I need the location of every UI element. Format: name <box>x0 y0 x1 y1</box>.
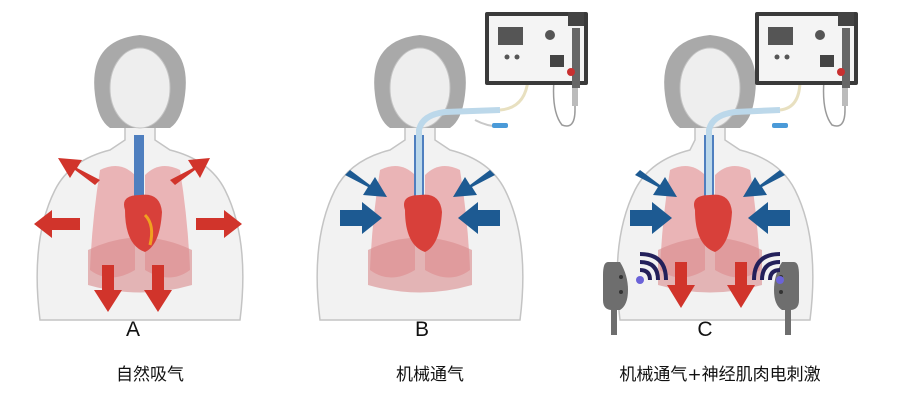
signal-wave-left-icon <box>636 252 668 284</box>
heart <box>404 194 442 252</box>
panel-natural-breathing: A 自然吸气 <box>0 0 300 404</box>
body-illustration <box>34 35 244 321</box>
panel-letter: A <box>125 318 140 341</box>
diaphragm <box>368 237 472 293</box>
arrow-left-icon <box>34 210 80 238</box>
arrow-upper-right-icon <box>453 170 495 197</box>
ventilator-screen <box>768 27 793 45</box>
ventilator-knob <box>545 30 555 40</box>
compression-arrows <box>630 170 790 234</box>
arrow-right-icon <box>748 202 790 234</box>
heart <box>694 194 732 252</box>
arrow-upper-right-icon <box>170 158 210 185</box>
face <box>109 47 171 129</box>
compression-arrows <box>340 170 500 234</box>
arrow-down-right-icon <box>727 262 755 308</box>
ventilator-knob <box>815 30 825 40</box>
endotracheal-tube <box>416 107 501 200</box>
arrow-right-icon <box>196 210 242 238</box>
arrow-upper-left-icon <box>635 170 677 197</box>
face <box>679 47 741 129</box>
diaphragm-contraction-arrows <box>667 262 755 308</box>
arrow-down-right-icon <box>144 265 172 312</box>
panel-ventilation-plus-nmes: C 机械通气+神经肌肉电刺激 <box>600 0 900 404</box>
signal-wave-right-icon <box>752 252 784 284</box>
arrow-left-icon <box>340 202 382 234</box>
panel-caption: 自然吸气 <box>116 365 184 385</box>
panel-mechanical-ventilation: B 机械通气 <box>300 0 600 404</box>
face <box>389 47 451 129</box>
endotracheal-tube <box>706 107 781 200</box>
ventilator-machine <box>485 12 588 106</box>
arrow-down-left-icon <box>94 265 122 312</box>
body-illustration <box>316 12 588 321</box>
arrow-down-left-icon <box>667 262 695 308</box>
stimulator-electrode-right <box>774 262 799 335</box>
arrow-upper-left-icon <box>345 170 387 197</box>
trachea <box>134 135 144 205</box>
panel-caption: 机械通气 <box>396 365 464 385</box>
body-illustration <box>603 12 858 335</box>
panel-caption: 机械通气+神经肌肉电刺激 <box>619 365 821 385</box>
arrow-upper-left-icon <box>58 158 100 185</box>
expansion-arrows <box>34 158 242 312</box>
ventilator-screen <box>498 27 523 45</box>
arrow-upper-right-icon <box>743 170 785 197</box>
stimulator-electrode-left <box>603 262 628 335</box>
ventilator-machine <box>755 12 858 106</box>
panel-letter: C <box>697 318 713 341</box>
panel-letter: B <box>414 318 429 341</box>
connector <box>492 123 508 128</box>
connector <box>772 123 788 128</box>
arrow-right-icon <box>458 202 500 234</box>
arrow-left-icon <box>630 202 672 234</box>
